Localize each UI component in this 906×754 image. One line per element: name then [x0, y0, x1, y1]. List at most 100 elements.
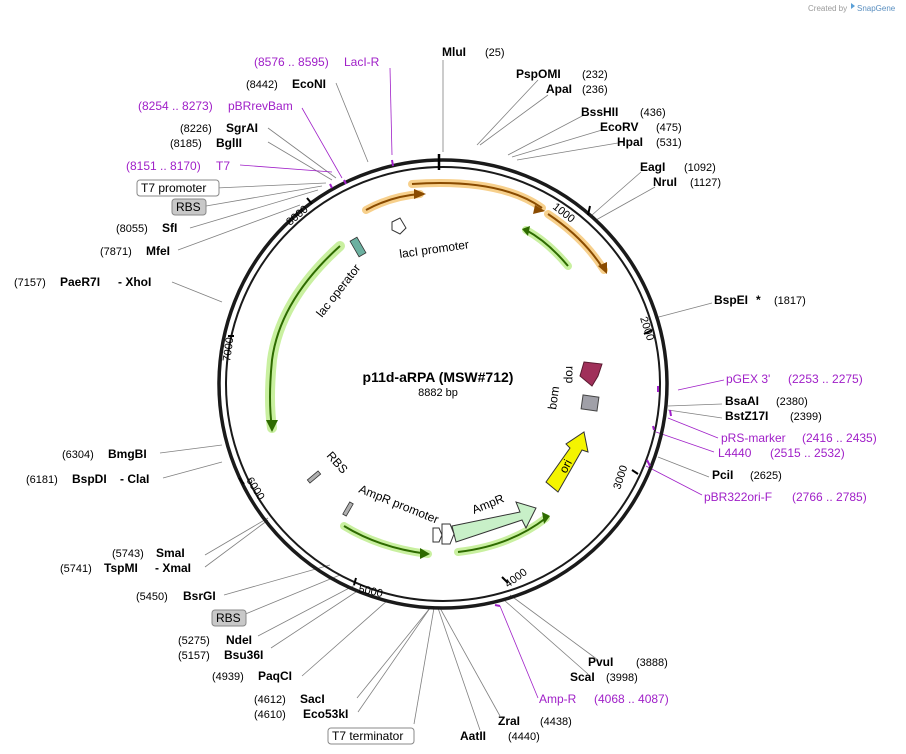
enzyme-bmgbi-pos: (6304) [62, 449, 94, 461]
enzyme-nrui-pos: (1127) [690, 177, 721, 189]
enzyme-bstz17i-pos: (2399) [790, 411, 822, 423]
rbs-top-label: RBS [176, 200, 201, 214]
enzyme-apai: ApaI [546, 82, 572, 96]
enzyme-bspdi-pos: (6181) [26, 474, 58, 486]
bom-label: bom [545, 385, 562, 410]
tick-label-3000: 3000 [611, 464, 630, 491]
primer-laci-r: LacI-R [344, 55, 380, 69]
ori-arrow-feature [545, 431, 589, 493]
lac-operator-marker [349, 236, 367, 258]
enzyme-mlui: MluI [442, 45, 466, 59]
enzyme-zrai-pos: (4438) [540, 716, 572, 728]
brand-text: SnapGene [857, 4, 896, 13]
primer-pgex3-range: (2253 .. 2275) [788, 372, 863, 386]
tick-marks [228, 197, 653, 586]
enzyme-scai-pos: (3998) [606, 672, 638, 684]
leader-lines [159, 60, 723, 731]
backbone-outer [217, 158, 669, 610]
enzyme-paer7i: PaeR7I [60, 275, 100, 289]
enzyme-pvui: PvuI [588, 655, 613, 669]
primer-prs-marker: pRS-marker [721, 431, 786, 445]
enzyme-econi-pos: (8442) [246, 79, 278, 91]
plasmid-name: p11d-aRPA (MSW#712) [363, 369, 514, 385]
enzyme-sfli: SfI [162, 221, 177, 235]
enzyme-smai: SmaI [156, 546, 185, 560]
enzyme-bsu36i-pos: (5157) [178, 650, 210, 662]
enzyme-mfei-pos: (7871) [100, 246, 132, 258]
rbs-inner-label: RBS [324, 449, 351, 477]
enzyme-bsrgi: BsrGI [183, 589, 216, 603]
enzyme-ndei-pos: (5275) [178, 635, 210, 647]
enzyme-tspmi: TspMI [104, 561, 138, 575]
plasmid-length: 8882 bp [418, 387, 458, 399]
enzyme-xmai: - XmaI [155, 561, 191, 575]
primer-amp-r-range: (4068 .. 4087) [594, 692, 669, 706]
enzyme-nrui: NruI [653, 175, 677, 189]
enzyme-pcii: PciI [712, 468, 733, 482]
rbs-bottom-box [211, 609, 247, 627]
enzyme-sgrai: SgrAI [226, 121, 258, 135]
credit-text: Created by [808, 4, 847, 13]
primer-t7: T7 [216, 159, 230, 173]
enzyme-paer7i-pos: (7157) [14, 277, 46, 289]
primer-prs-marker-range: (2416 .. 2435) [802, 431, 877, 445]
laci-promoter-arrow-icon [391, 217, 407, 235]
enzyme-hpai-pos: (531) [656, 137, 682, 149]
enzyme-tspmi-pos: (5741) [60, 563, 92, 575]
ampr-green-arc-left [340, 522, 432, 559]
enzyme-mfei: MfeI [146, 244, 170, 258]
enzyme-bsrgi-pos: (5450) [136, 591, 168, 603]
t7-promoter-box [136, 179, 220, 197]
primer-laci-r-range: (8576 .. 8595) [254, 55, 329, 69]
primer-t7-range: (8151 .. 8170) [126, 159, 201, 173]
tick-label-4000: 4000 [503, 566, 530, 590]
enzyme-ecorv-pos: (475) [656, 122, 682, 134]
enzyme-bsu36i: Bsu36I [224, 648, 263, 662]
enzyme-bspei-star: * [756, 293, 761, 307]
enzyme-hpai: HpaI [617, 135, 643, 149]
enzyme-pspomi-pos: (232) [582, 69, 608, 81]
enzyme-bspei-pos: (1817) [774, 295, 806, 307]
primer-pbrrevbam: pBRrevBam [228, 99, 293, 113]
primer-pbr322ori-f: pBR322ori-F [704, 490, 772, 504]
enzyme-scai: ScaI [570, 670, 595, 684]
primer-leader-lines [239, 67, 725, 699]
t7-promoter-label: T7 promoter [141, 181, 206, 195]
enzyme-bmgbi: BmgBI [108, 447, 147, 461]
enzyme-eagi: EagI [640, 160, 665, 174]
enzyme-aatii-pos: (4440) [508, 731, 540, 743]
enzyme-ecorv: EcoRV [600, 120, 638, 134]
rbs-marker [306, 470, 322, 484]
snapgene-logo-icon [851, 3, 855, 9]
rbs-top-box [171, 198, 207, 216]
primer-pbr322ori-f-range: (2766 .. 2785) [792, 490, 867, 504]
enzyme-bsaai: BsaAI [725, 394, 759, 408]
laci-cds-feature [362, 179, 608, 274]
ori-label: ori [556, 457, 575, 475]
enzyme-aatii: AatII [460, 729, 486, 743]
t7-terminator-label: T7 terminator [332, 729, 403, 743]
small-green-cds-feature [522, 226, 572, 270]
rop-arrow-feature [579, 361, 603, 387]
enzyme-bsshii: BssHII [581, 105, 618, 119]
backbone-inner [225, 166, 661, 602]
enzyme-eagi-pos: (1092) [684, 162, 716, 174]
ampr-promoter-arrows [391, 217, 455, 545]
enzyme-saci: SacI [300, 692, 325, 706]
enzyme-bglii-pos: (8185) [170, 138, 202, 150]
enzyme-bsaai-pos: (2380) [776, 396, 808, 408]
enzyme-pcii-pos: (2625) [750, 470, 782, 482]
enzyme-pvui-pos: (3888) [636, 657, 668, 669]
enzyme-sgrai-pos: (8226) [180, 123, 212, 135]
enzyme-bglii: BglII [216, 136, 242, 150]
enzyme-paqci: PaqCI [258, 669, 292, 683]
rop-label: rop [563, 366, 577, 384]
primer-l4440: L4440 [718, 446, 752, 460]
tick-label-7000: 7000 [221, 337, 236, 363]
enzyme-bspei: BspEI [714, 293, 748, 307]
enzyme-pspomi: PspOMI [516, 67, 561, 81]
enzyme-apai-pos: (236) [582, 84, 608, 96]
ampr-arrow-feature [451, 501, 537, 543]
enzyme-econi: EcoNI [292, 77, 326, 91]
